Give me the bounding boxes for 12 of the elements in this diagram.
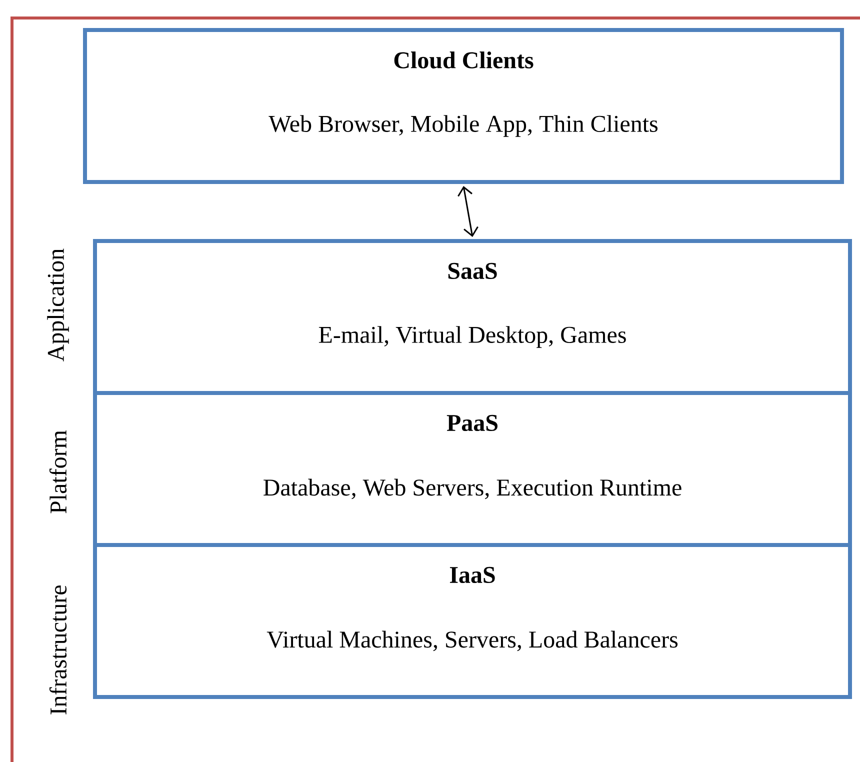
arrow — [458, 186, 478, 237]
box-heading: Cloud Clients — [394, 52, 534, 68]
box-text: E-mail, Virtual Desktop, Games — [318, 326, 626, 348]
box-text: Virtual Machines, Servers, Load Balancers — [266, 630, 678, 652]
box-heading: PaaS — [446, 414, 498, 432]
box-text: Web Browser, Mobile App, Thin Clients — [268, 115, 658, 137]
layer-label: Infrastructure — [49, 586, 67, 714]
layer-label: Application — [47, 248, 69, 362]
layer-label: Platform — [49, 430, 67, 514]
box-heading: SaaS — [448, 262, 497, 280]
box-heading: IaaS — [450, 566, 495, 584]
box-text: Database, Web Servers, Execution Runtime — [264, 478, 682, 500]
